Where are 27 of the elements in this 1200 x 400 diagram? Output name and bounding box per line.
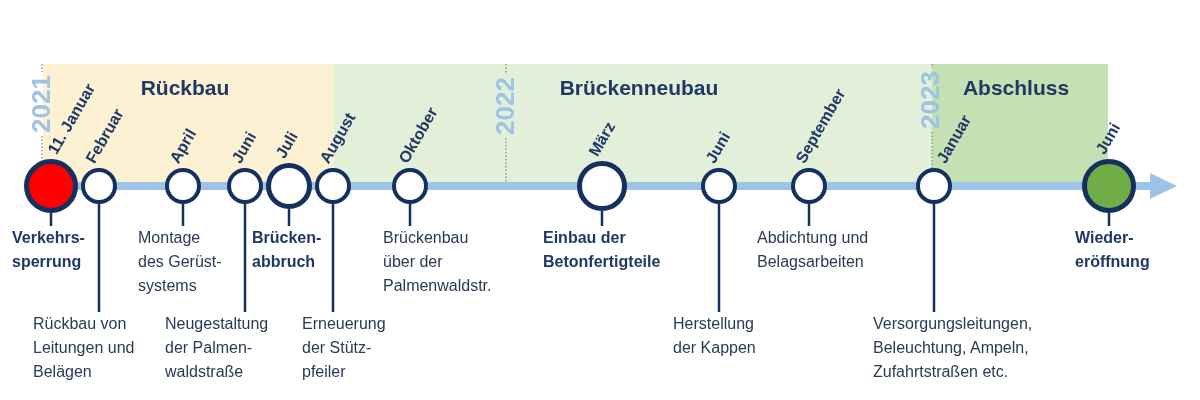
leader-line: [331, 204, 335, 312]
leader-line: [717, 204, 721, 312]
milestone-description: Verkehrs- sperrung: [12, 226, 86, 274]
leader-line: [181, 204, 185, 226]
phase-title: Rückbau: [140, 75, 230, 101]
milestone-description: Abdichtung und Belagsarbeiten: [757, 226, 870, 274]
phase-title: Abschluss: [962, 75, 1070, 101]
phase-title: Brückenneubau: [559, 75, 719, 101]
milestone-description: Neugestaltung der Palmen- waldstraße: [165, 312, 270, 384]
milestone-description: Brücken- abbruch: [252, 226, 323, 274]
month-label: Juli: [272, 128, 301, 161]
milestone-description: Wieder- eröffnung: [1075, 226, 1151, 274]
milestone-description: Montage des Gerüst- systems: [138, 226, 223, 298]
year-label: 2022: [490, 76, 520, 136]
milestone-description: Brückenbau über der Palmenwaldstr.: [383, 226, 493, 298]
leader-line: [408, 204, 412, 226]
milestone-description: Einbau der Betonfertigteile: [543, 226, 662, 274]
milestone-description: Erneuerung der Stütz- pfeiler: [302, 312, 387, 384]
milestone-description: Rückbau von Leitungen und Belägen: [33, 312, 136, 384]
leader-line: [97, 204, 101, 312]
leader-line: [932, 204, 936, 312]
milestone-description: Herstellung der Kappen: [673, 312, 757, 360]
milestone-description: Versorgungsleitungen, Beleuchtung, Ampeln, Zufahrtstraßen etc.: [873, 312, 1034, 384]
year-label: 2021: [26, 74, 56, 134]
leader-line: [243, 204, 247, 312]
year-label: 2023: [915, 70, 945, 129]
leader-line: [807, 204, 811, 226]
